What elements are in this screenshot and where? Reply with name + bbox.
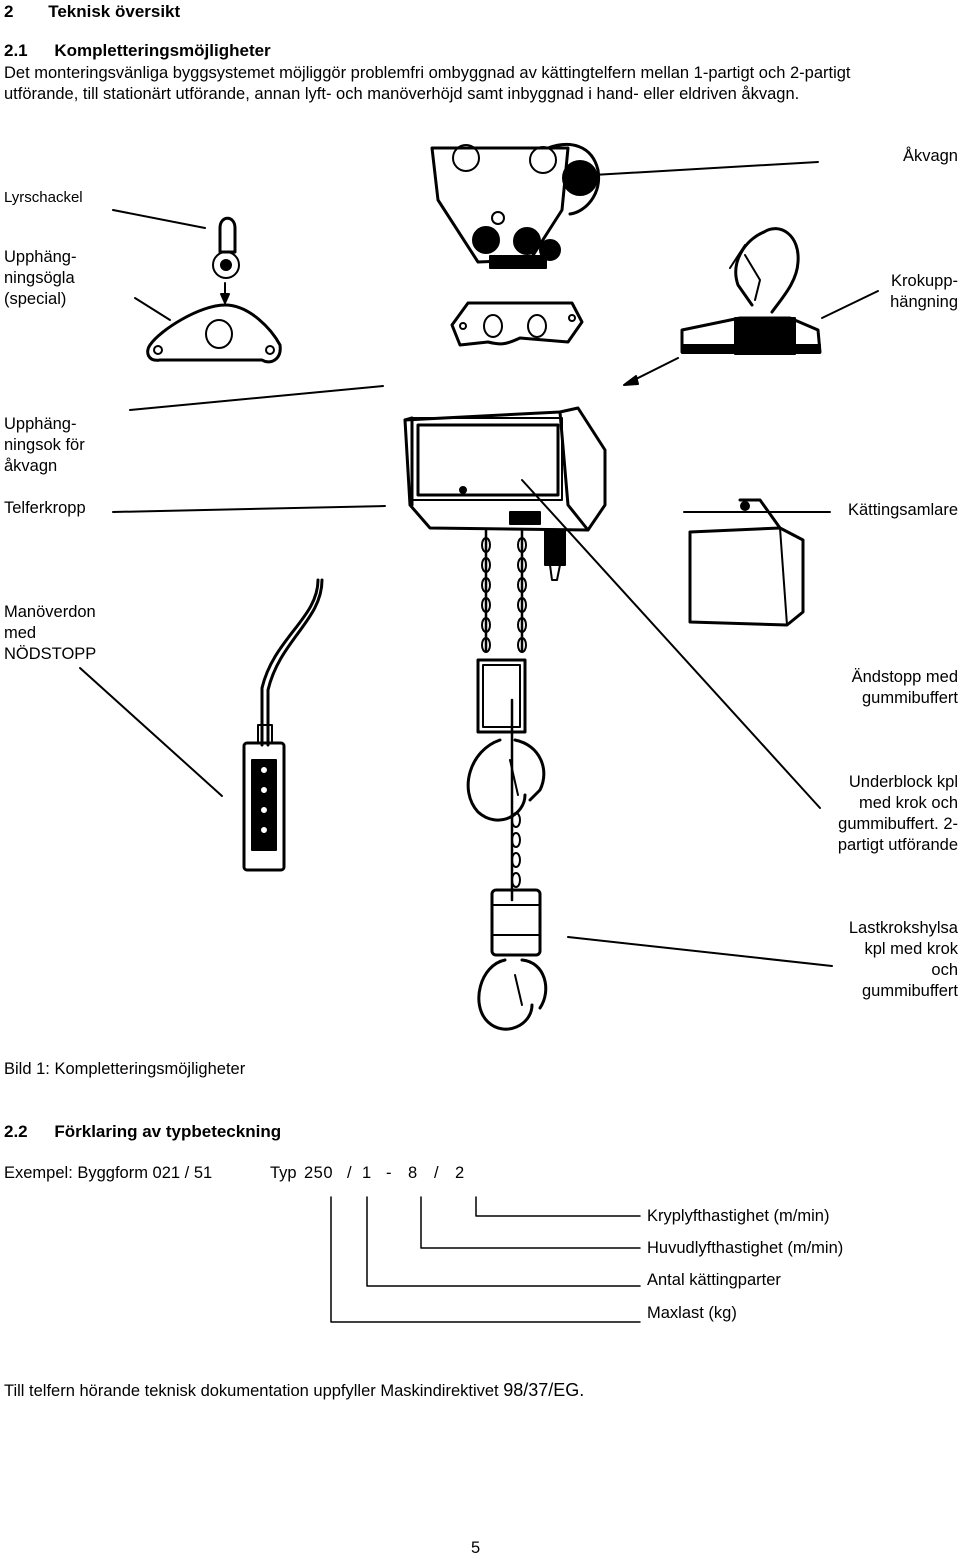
section-2-1-body-line1: Det monteringsvänliga byggsystemet möjli… xyxy=(4,64,851,82)
shackle-drawing xyxy=(212,216,240,279)
label-upphangningsok: Upphäng- ningsok för åkvagn xyxy=(4,414,85,477)
bracket-huvud xyxy=(420,1196,641,1249)
section-2-2-heading: 2.2 Förklaring av typbeteckning xyxy=(4,1122,281,1142)
documentation-note: Till telfern hörande teknisk dokumentati… xyxy=(4,1380,584,1402)
label-line: ningsok för xyxy=(4,436,85,454)
label-krokupphangning: Krokupp- hängning xyxy=(890,271,958,313)
section-2-number: 2 xyxy=(4,2,14,21)
leader-andstopp xyxy=(521,479,821,809)
legend-maxlast: Maxlast (kg) xyxy=(647,1304,737,1322)
type-example-label: Exempel: Byggform 021 / 51 xyxy=(4,1164,213,1182)
label-line: gummibuffert xyxy=(862,982,958,1000)
label-line: ningsögla xyxy=(4,269,75,287)
leader-lyrschackel xyxy=(112,209,206,229)
legend-huvudlyfthastighet: Huvudlyfthastighet (m/min) xyxy=(647,1239,844,1257)
label-line: gummibuffert xyxy=(862,689,958,707)
label-underblock: Underblock kpl med krok och gummibuffert… xyxy=(838,772,958,856)
arrow-head-krokupphangning xyxy=(623,375,639,386)
section-2-1-number: 2.1 xyxy=(4,41,28,60)
suspension-eye-plate-drawing xyxy=(146,303,282,364)
legend-kryplyfthastighet: Kryplyfthastighet (m/min) xyxy=(647,1207,830,1225)
hoist-body-drawing xyxy=(403,406,607,581)
label-line: Manöverdon xyxy=(4,603,96,621)
label-line: Telferkropp xyxy=(4,499,86,517)
label-line: Ändstopp med xyxy=(851,668,958,686)
trolley-yoke-drawing xyxy=(450,301,584,347)
chain-links xyxy=(481,537,527,888)
leader-krokupphangning xyxy=(821,290,879,319)
page-number: 5 xyxy=(471,1539,481,1557)
type-code-sep-3: / xyxy=(434,1164,439,1182)
label-upphangningsogla: Upphäng- ningsögla (special) xyxy=(4,247,76,310)
section-2-2-title: Förklaring av typbeteckning xyxy=(54,1122,282,1141)
type-code: Typ xyxy=(270,1163,297,1184)
pendant-drawing xyxy=(242,578,324,872)
label-andstopp: Ändstopp med gummibuffert xyxy=(852,667,958,709)
label-kattingsamlare: Kättingsamlare xyxy=(848,500,958,521)
label-line: Kättingsamlare xyxy=(847,501,958,519)
label-line: kpl med krok xyxy=(864,940,958,958)
label-line: med krok och xyxy=(858,794,958,812)
section-2-title: Teknisk översikt xyxy=(48,2,181,21)
label-manoverdon: Manöverdon med NÖDSTOPP xyxy=(4,602,96,665)
label-line: (special) xyxy=(4,290,67,308)
documentation-note-text: Till telfern hörande teknisk dokumentati… xyxy=(4,1382,504,1400)
type-code-part-huvud: 8 xyxy=(408,1164,418,1182)
type-code-sep-2: - xyxy=(386,1164,392,1182)
label-lastkrokshylsa: Lastkrokshylsa kpl med krok och gummibuf… xyxy=(849,918,958,1002)
label-line: partigt utförande xyxy=(837,836,958,854)
label-line: Underblock kpl xyxy=(848,773,958,791)
arrow-head-lyrschackel xyxy=(220,293,230,304)
bracket-maxlast xyxy=(330,1196,641,1323)
chains-drawing xyxy=(484,528,524,902)
type-code-prefix: Typ xyxy=(270,1164,297,1182)
label-line: Lyrschackel xyxy=(4,189,83,206)
section-2-heading: 2 Teknisk översikt xyxy=(4,2,180,22)
label-line: Krokupp- xyxy=(891,272,958,290)
trolley-drawing xyxy=(430,143,601,269)
legend-antal-kattingparter: Antal kättingparter xyxy=(647,1271,781,1289)
leader-upphangningsogla xyxy=(134,297,171,321)
label-line: Upphäng- xyxy=(4,248,77,266)
bottom-block-drawing xyxy=(466,658,546,822)
section-2-1-heading: 2.1 Kompletteringsmöjligheter xyxy=(4,41,271,61)
label-telferkropp: Telferkropp xyxy=(4,498,86,519)
leader-manoverdon xyxy=(79,667,223,797)
leader-akvagn xyxy=(575,161,819,177)
bracket-kryp xyxy=(475,1196,641,1217)
label-lyrschackel: Lyrschackel xyxy=(4,187,83,208)
label-line: Lastkrokshylsa xyxy=(848,919,958,937)
section-2-1-title: Kompletteringsmöjligheter xyxy=(54,41,271,60)
hook-suspension-drawing xyxy=(680,227,822,355)
label-akvagn: Åkvagn xyxy=(903,146,958,167)
label-line: Åkvagn xyxy=(902,147,958,165)
section-2-1-body-line2: utförande, till stationärt utförande, an… xyxy=(4,85,800,103)
leader-upphangningsok xyxy=(129,385,384,411)
leader-lastkrokshylsa xyxy=(567,936,833,967)
label-line: hängning xyxy=(890,293,958,311)
label-line: med xyxy=(4,624,37,642)
label-line: och xyxy=(931,961,958,979)
figure-1-caption: Bild 1: Kompletteringsmöjligheter xyxy=(4,1060,246,1078)
leader-telferkropp xyxy=(112,505,386,513)
type-code-sep-1: / xyxy=(347,1164,352,1182)
type-code-part-antal: 1 xyxy=(362,1164,372,1182)
label-line: åkvagn xyxy=(4,457,58,475)
section-2-2-number: 2.2 xyxy=(4,1122,28,1141)
arrow-krokupphangning xyxy=(629,357,679,383)
load-hook-sleeve-drawing xyxy=(477,888,548,1031)
label-line: NÖDSTOPP xyxy=(4,645,97,663)
chain-container-drawing xyxy=(688,498,805,627)
type-code-brackets xyxy=(330,1196,641,1323)
label-line: gummibuffert. 2- xyxy=(838,815,958,833)
type-code-part-kryp: 2 xyxy=(455,1164,465,1182)
bracket-antal xyxy=(366,1196,641,1287)
type-code-part-maxlast: 250 xyxy=(304,1164,334,1182)
directive-reference: 98/37/EG. xyxy=(503,1380,585,1400)
label-line: Upphäng- xyxy=(4,415,77,433)
